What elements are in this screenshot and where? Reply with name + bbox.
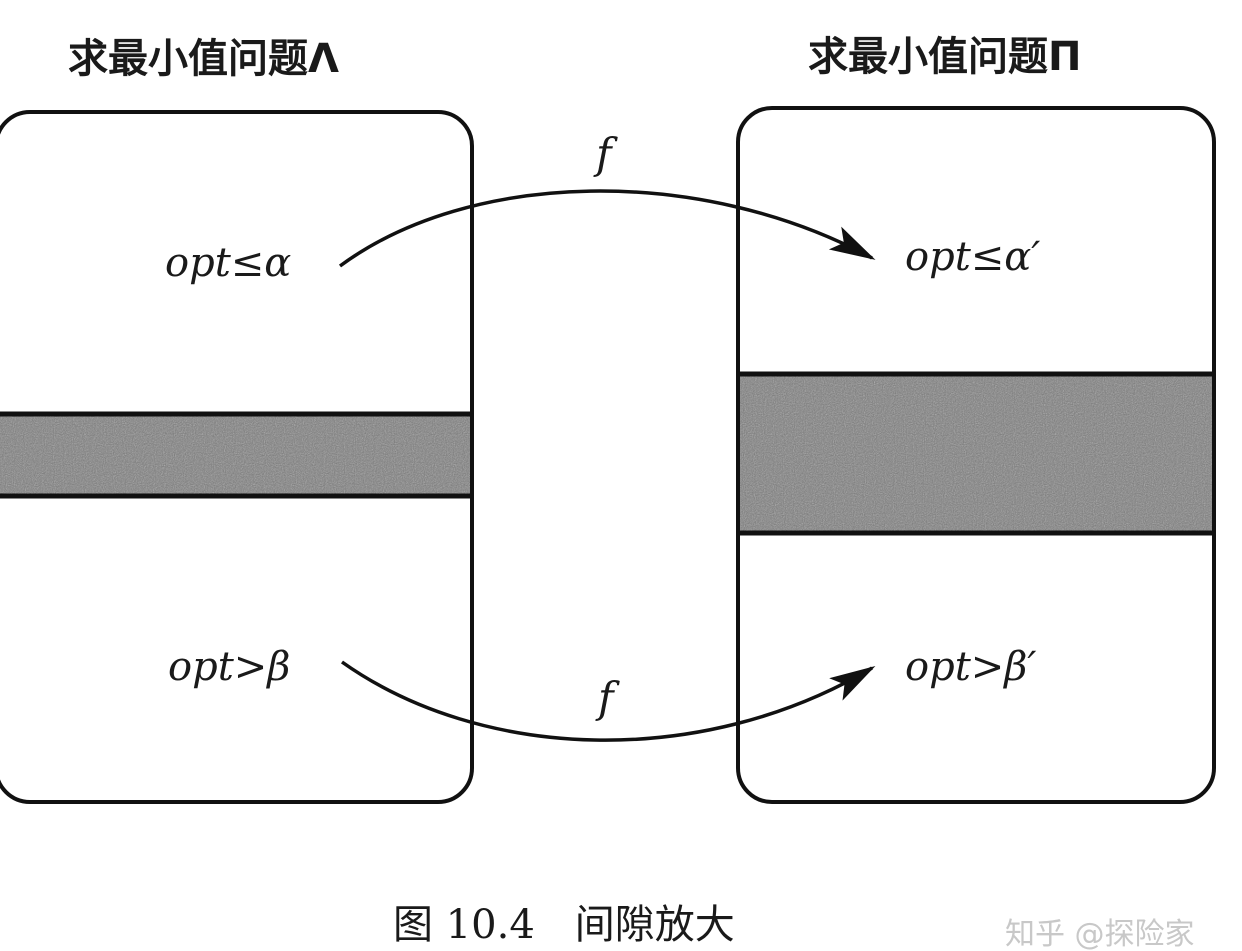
upper-mapping-arrow [338, 189, 876, 268]
right-problem-box: opt≤α′ opt>β′ [736, 106, 1216, 804]
figure-caption: 图 10.4 间隙放大 [393, 902, 735, 948]
left-lower-condition: opt>β [168, 644, 290, 690]
right-problem-title: 求最小值问题Π [808, 34, 1081, 80]
lower-mapping-label: f [595, 673, 620, 722]
right-lower-condition: opt>β′ [905, 644, 1036, 690]
upper-mapping-label: f [593, 129, 618, 178]
left-upper-condition: opt≤α [165, 240, 291, 286]
lower-mapping-arrow [340, 660, 876, 742]
right-gap-band [740, 374, 1212, 533]
right-upper-condition: opt≤α′ [905, 234, 1040, 280]
left-gap-band [0, 414, 470, 496]
left-problem-title: 求最小值问题Λ [68, 36, 339, 82]
left-problem-box: opt≤α opt>β [0, 110, 474, 804]
watermark: 知乎 @探险家 [1005, 917, 1195, 951]
